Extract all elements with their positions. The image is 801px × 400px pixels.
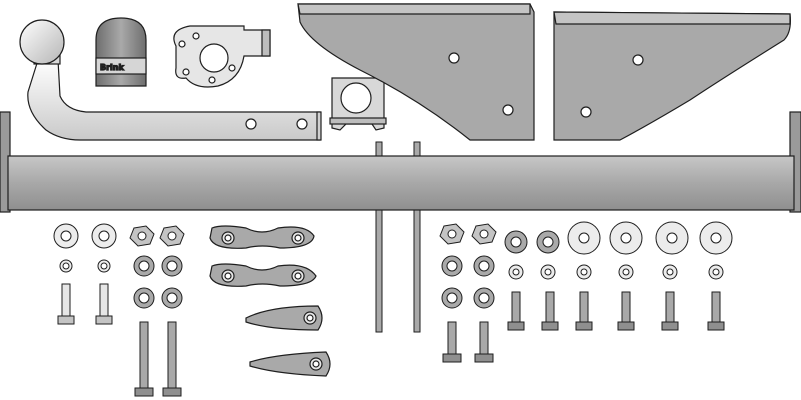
tabs (245, 305, 331, 377)
bolts-left (57, 283, 182, 397)
clamp-bracket-icon (329, 77, 387, 131)
bolts-right (507, 291, 725, 331)
long-rods (375, 141, 421, 333)
socket-plate-icon (173, 25, 271, 88)
washers-right (504, 221, 733, 280)
side-bracket-icon (297, 3, 791, 141)
cap-brand-label: Brink (100, 63, 124, 72)
washers-left (53, 223, 185, 309)
crossbar-icon (0, 111, 801, 213)
washers-middle (439, 223, 497, 363)
connector-plates (209, 225, 317, 287)
tow-ball-arm-icon (19, 19, 322, 141)
tow-ball-cap-icon: Brink (95, 17, 147, 87)
